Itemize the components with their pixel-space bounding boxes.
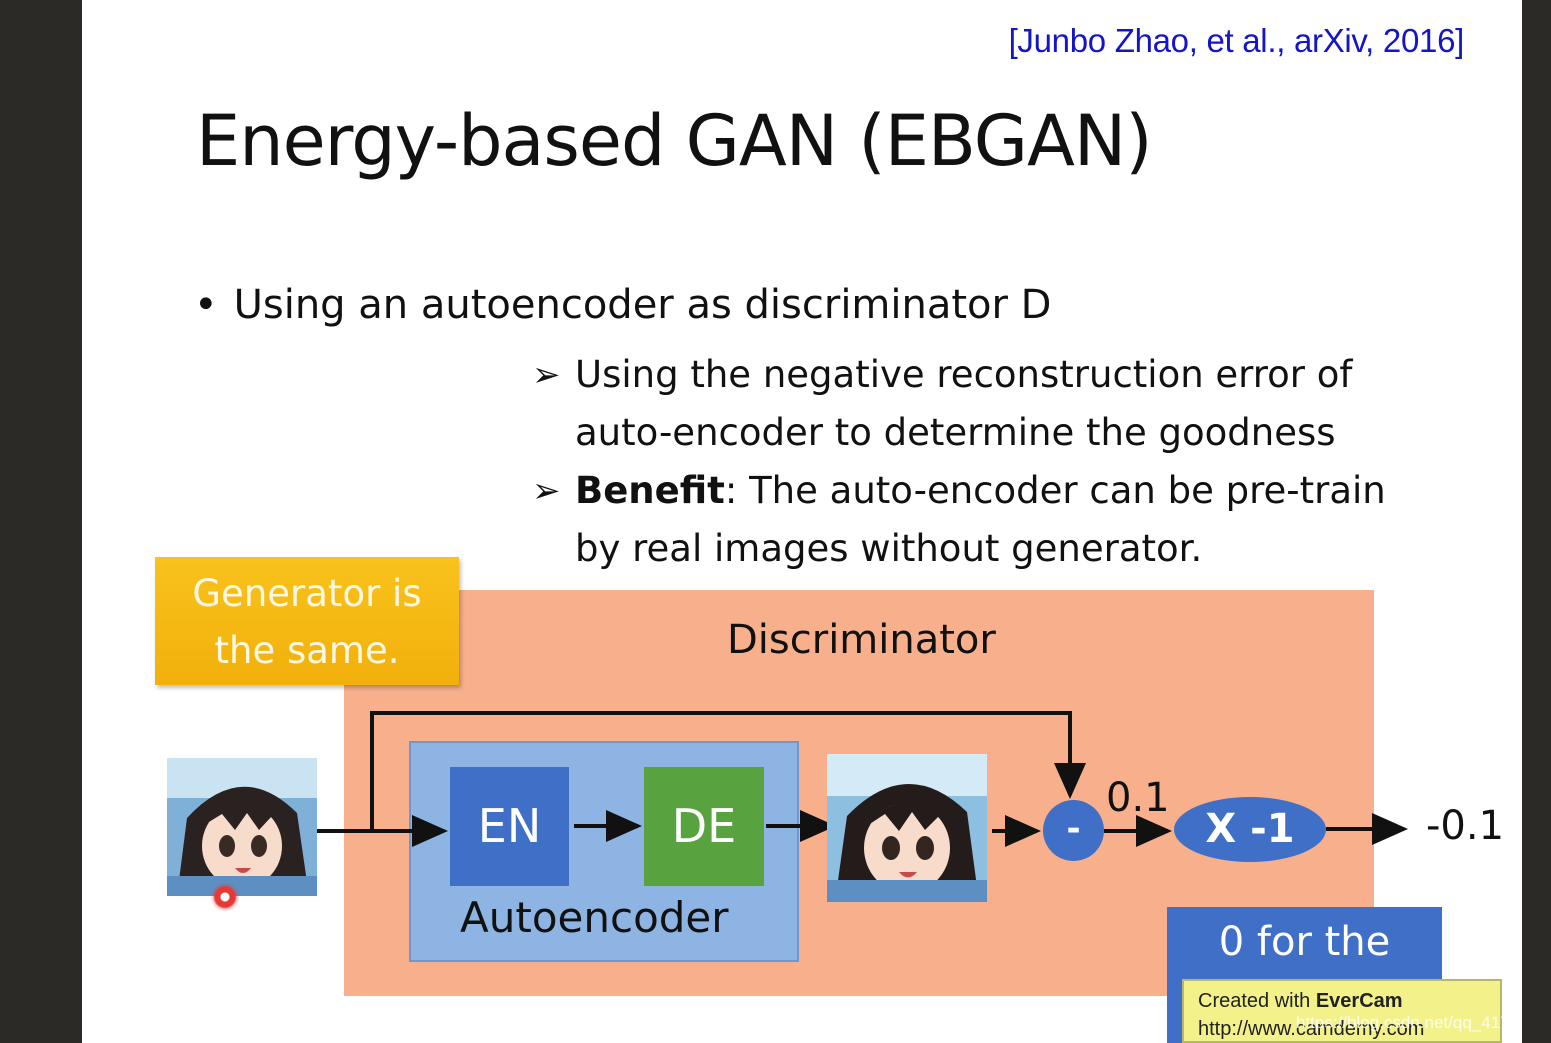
reconstructed-anime-image	[827, 754, 987, 902]
minus-node: -	[1043, 800, 1104, 861]
slide-title: Energy-based GAN (EBGAN)	[196, 100, 1153, 182]
sub-point-2-line1: : The auto-encoder can be pre-train	[724, 469, 1386, 512]
output-value: -0.1	[1426, 803, 1505, 849]
bullet-dot: •	[194, 282, 218, 328]
sub-point-2-line2: by real images without generator.	[575, 527, 1203, 570]
evercam-overlay: Created with EverCam http://www.camdemy.…	[1182, 979, 1502, 1043]
evercam-url: http://www.camdemy.com	[1198, 1018, 1425, 1040]
watermark: https://blog.csdn.net/qq_41740105	[1296, 1013, 1522, 1032]
sub-point-1-text: Using the negative reconstruction error …	[575, 346, 1352, 462]
skip-connection-line	[370, 711, 1086, 831]
multiply-node: X -1	[1174, 797, 1326, 862]
slide: [Junbo Zhao, et al., arXiv, 2016] Energy…	[82, 0, 1522, 1043]
encoder-block: EN	[450, 767, 569, 886]
evercam-brand: EverCam	[1315, 990, 1403, 1012]
arrow-bullet-icon: ➢	[532, 471, 561, 511]
evercam-prefix: Created with	[1198, 990, 1316, 1012]
autoencoder-label: Autoencoder	[460, 893, 729, 942]
sub-point-1-line2: auto-encoder to determine the goodness	[575, 411, 1336, 454]
error-value: 0.1	[1106, 775, 1170, 821]
citation: [Junbo Zhao, et al., arXiv, 2016]	[1008, 22, 1465, 59]
decoder-block: DE	[644, 767, 764, 886]
discriminator-label: Discriminator	[727, 617, 996, 663]
cursor-indicator-icon	[210, 882, 240, 912]
sub-point-1-line1: Using the negative reconstruction error …	[575, 353, 1353, 396]
input-anime-image	[167, 758, 317, 896]
benefit-label: Benefit	[575, 469, 725, 512]
generator-note-line2: the same.	[214, 629, 400, 672]
bullet-text: Using an autoencoder as discriminator D	[233, 282, 1052, 328]
diagram-arrows	[317, 711, 1408, 847]
generator-note-line1: Generator is	[192, 572, 422, 615]
main-bullet: • Using an autoencoder as discriminator D	[194, 282, 1051, 328]
generator-note: Generator is the same.	[155, 557, 459, 685]
arrow-bullet-icon: ➢	[532, 355, 561, 395]
sub-point-2-text: Benefit: The auto-encoder can be pre-tra…	[575, 462, 1386, 578]
